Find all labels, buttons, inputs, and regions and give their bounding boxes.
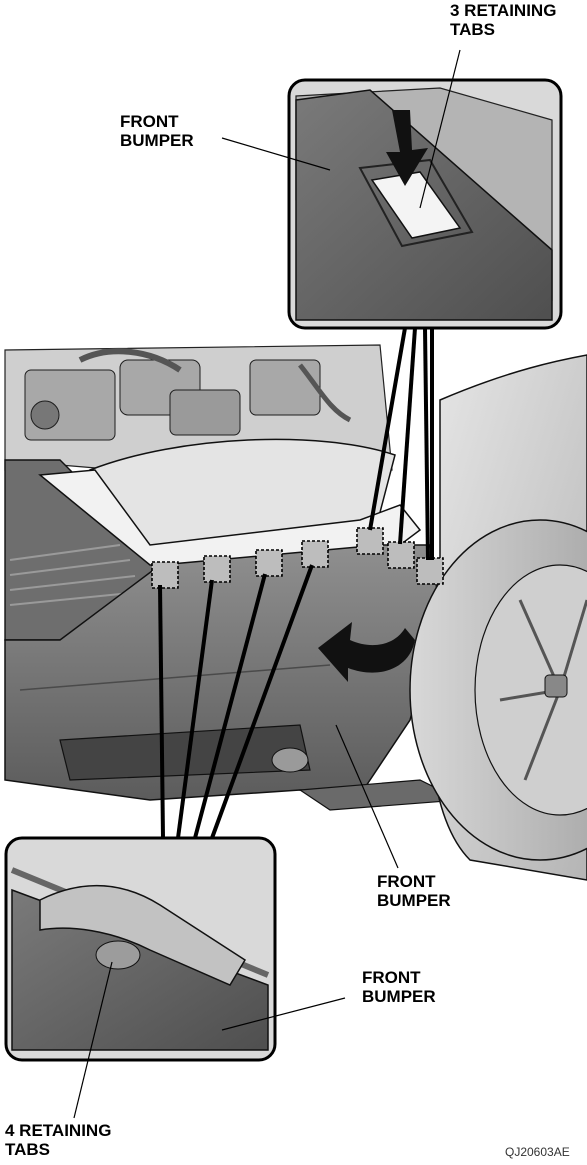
label-front-bumper-bottom-line1: FRONT [362, 968, 436, 987]
label-front-bumper-top-line2: BUMPER [120, 131, 194, 150]
label-front-bumper-top: FRONT BUMPER [120, 112, 194, 150]
label-front-bumper-bottom: FRONT BUMPER [362, 968, 436, 1006]
label-3-retaining-tabs-line1: 3 RETAINING [450, 1, 556, 20]
label-front-bumper-middle-line1: FRONT [377, 872, 451, 891]
label-front-bumper-bottom-line2: BUMPER [362, 987, 436, 1006]
label-4-retaining-tabs-line2: TABS [5, 1140, 111, 1159]
label-front-bumper-middle: FRONT BUMPER [377, 872, 451, 910]
top-detail-inset [289, 80, 561, 328]
figure-code: QJ20603AE [505, 1145, 570, 1159]
label-front-bumper-middle-line2: BUMPER [377, 891, 451, 910]
label-3-retaining-tabs: 3 RETAINING TABS [450, 1, 556, 39]
label-3-retaining-tabs-line2: TABS [450, 20, 556, 39]
label-4-retaining-tabs-line1: 4 RETAINING [5, 1121, 111, 1140]
label-4-retaining-tabs: 4 RETAINING TABS [5, 1121, 111, 1159]
label-front-bumper-top-line1: FRONT [120, 112, 194, 131]
